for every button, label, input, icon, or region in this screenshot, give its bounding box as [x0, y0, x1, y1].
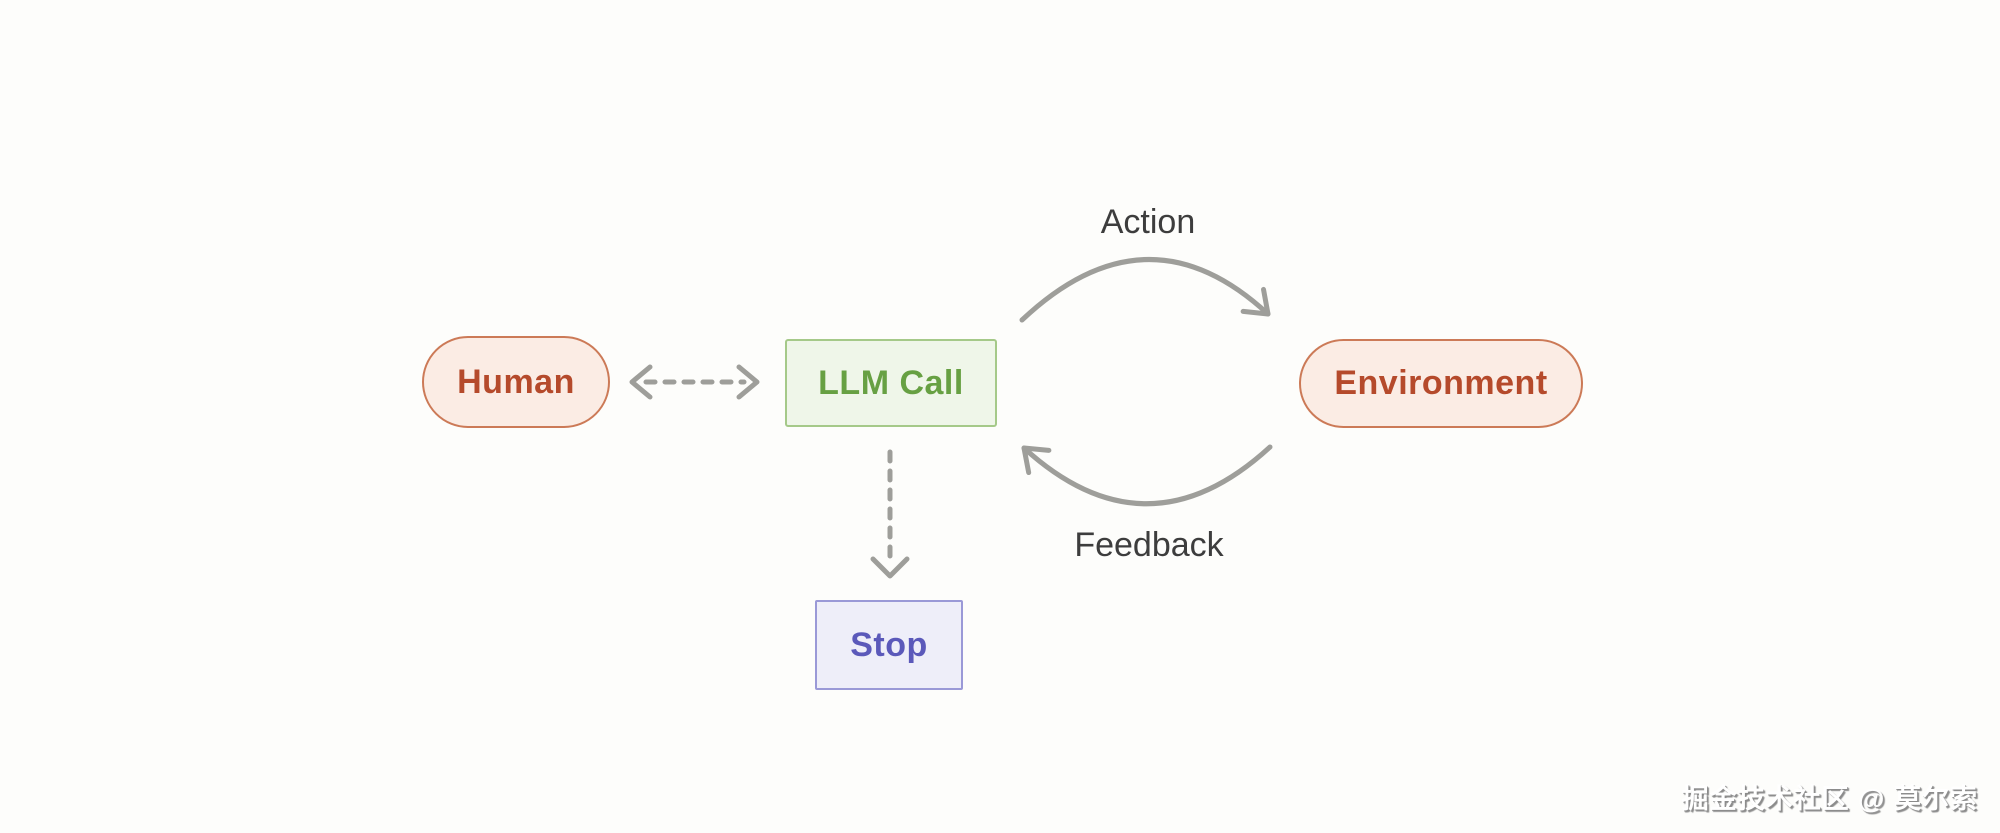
node-llm-call: LLM Call — [785, 339, 997, 427]
arrow-down-chevron-icon — [870, 556, 910, 579]
node-environment: Environment — [1299, 339, 1583, 428]
node-environment-label: Environment — [1334, 364, 1548, 402]
node-human-label: Human — [457, 362, 575, 401]
llm-stop-dashed-arrow — [870, 449, 910, 579]
human-llm-dashed-double-arrow — [629, 364, 760, 400]
feedback-edge-label: Feedback — [1074, 526, 1224, 564]
arrow-right-chevron-icon — [736, 364, 760, 400]
watermark-text: 掘金技术社区 @ 莫尔索 — [1681, 784, 1978, 814]
node-stop: Stop — [815, 600, 963, 690]
action-arc-arrow — [1019, 257, 1271, 323]
feedback-arc-arrow — [1021, 444, 1273, 507]
node-human: Human — [422, 336, 610, 428]
arrow-left-chevron-icon — [629, 364, 653, 400]
node-llm-call-label: LLM Call — [818, 363, 964, 402]
action-edge-label: Action — [1100, 203, 1196, 241]
node-stop-label: Stop — [850, 625, 928, 664]
